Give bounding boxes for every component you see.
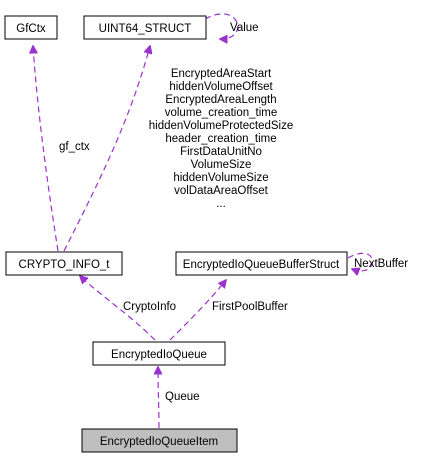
node-encrypted-io-queue-label: EncryptedIoQueue [111,349,207,361]
edge-first-pool-buffer [169,280,226,341]
edge-crypto-info [80,276,156,341]
edge-label-value: Value [230,22,259,34]
node-buffer-struct-label: EncryptedIoQueueBufferStruct [183,259,340,271]
node-uint64-struct-label: UINT64_STRUCT [99,23,192,35]
node-encrypted-io-queue-item-label: EncryptedIoQueueItem [100,436,218,448]
edge-queue [158,367,159,429]
field-label: FirstDataUnitNo [180,146,262,158]
edge-label-gf-ctx: gf_ctx [59,141,90,153]
edge-label-crypto-info: CryptoInfo [123,301,176,313]
edge-label-next-buffer: NextBuffer [354,258,408,270]
field-label: hiddenVolumeProtectedSize [149,120,294,132]
edge-label-uint64-fields: EncryptedAreaStart hiddenVolumeOffset En… [149,68,294,210]
edge-label-first-pool-buffer: FirstPoolBuffer [212,301,288,313]
node-buffer-struct[interactable]: EncryptedIoQueueBufferStruct [175,251,348,276]
node-crypto-info[interactable]: CRYPTO_INFO_t [5,251,123,276]
field-label: header_creation_time [165,133,276,145]
field-label: EncryptedAreaStart [171,68,272,80]
field-label: ... [216,198,226,210]
edge-uint64-to-crypto [63,46,150,252]
edge-label-queue: Queue [165,391,200,403]
node-gfctx-label: GfCtx [16,23,46,35]
field-label: hiddenVolumeSize [173,172,268,184]
field-label: EncryptedAreaLength [165,94,276,106]
node-uint64-struct[interactable]: UINT64_STRUCT [83,15,207,40]
field-label: volume_creation_time [165,107,278,119]
node-encrypted-io-queue[interactable]: EncryptedIoQueue [92,341,226,366]
edge-gf-ctx [33,46,59,252]
field-label: VolumeSize [191,159,252,171]
field-label: hiddenVolumeOffset [169,81,273,93]
node-gfctx[interactable]: GfCtx [4,15,58,40]
field-label: volDataAreaOffset [174,185,269,197]
node-encrypted-io-queue-item[interactable]: EncryptedIoQueueItem [81,428,238,453]
edge-uint64-self [204,13,239,39]
node-crypto-info-label: CRYPTO_INFO_t [19,259,111,271]
